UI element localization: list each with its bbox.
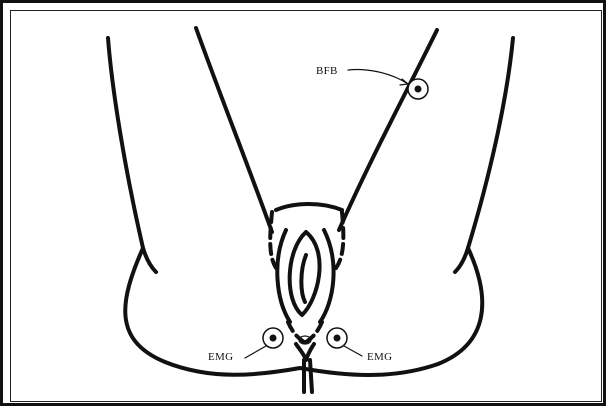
right-hook — [455, 248, 468, 272]
emg-left-electrode — [263, 328, 283, 348]
anal-right-mark — [306, 344, 314, 360]
emg-right-leader-line — [344, 346, 362, 356]
left-outer-dashed-contour — [270, 212, 276, 268]
emg-left-leader-line — [245, 346, 266, 358]
emg-right-electrode — [327, 328, 347, 348]
inner-slit — [301, 255, 306, 302]
right-outer-dashed-contour — [336, 212, 343, 268]
emg-right-electrode-core-icon — [334, 335, 341, 342]
anal-left-mark — [296, 344, 306, 360]
right-vulva-contour — [320, 230, 334, 322]
emg-right-label: EMG — [367, 351, 392, 363]
bfb-electrode-core-icon — [415, 86, 422, 93]
right-inner-thigh-line — [339, 30, 437, 230]
bfb-label: BFB — [316, 65, 338, 77]
bfb-electrode — [408, 79, 428, 99]
emg-left-electrode-core-icon — [270, 335, 277, 342]
emg-left-label: EMG — [208, 351, 233, 363]
gluteal-cleft-right — [310, 360, 312, 392]
perineal-arch — [276, 204, 342, 210]
left-lower-dashed — [288, 322, 304, 342]
right-lower-dashed — [306, 322, 322, 342]
left-inner-thigh-line — [196, 28, 272, 232]
bfb-leader-line — [348, 70, 408, 84]
left-hook — [143, 248, 156, 272]
outer-body-contour — [108, 38, 513, 375]
